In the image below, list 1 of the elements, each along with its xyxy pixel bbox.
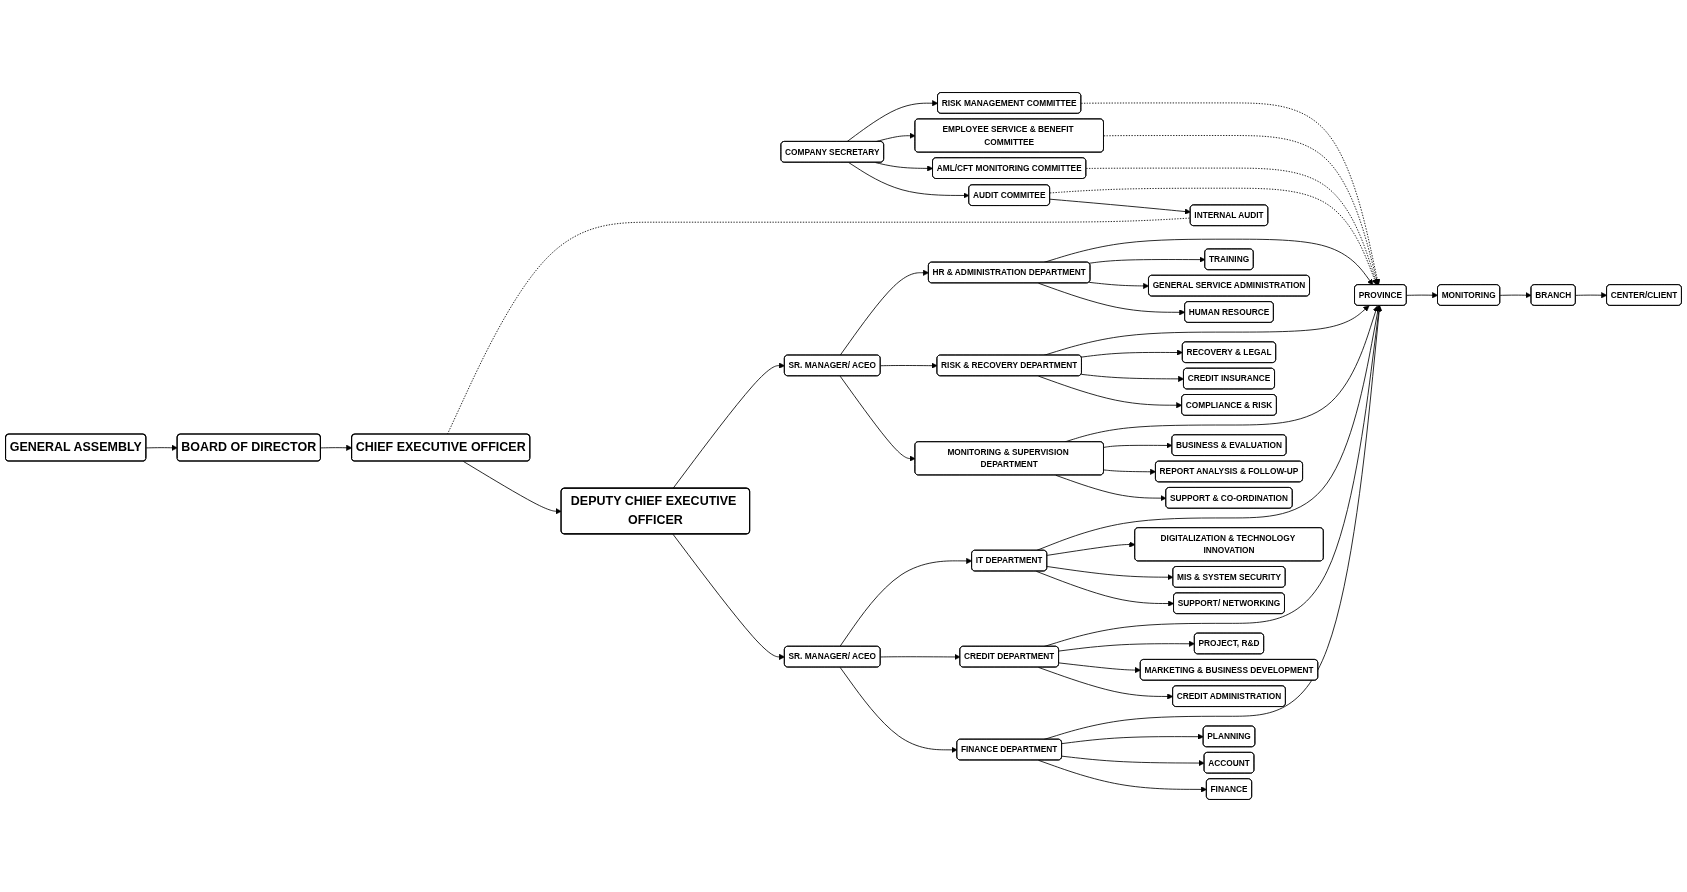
connector: [446, 217, 1191, 435]
